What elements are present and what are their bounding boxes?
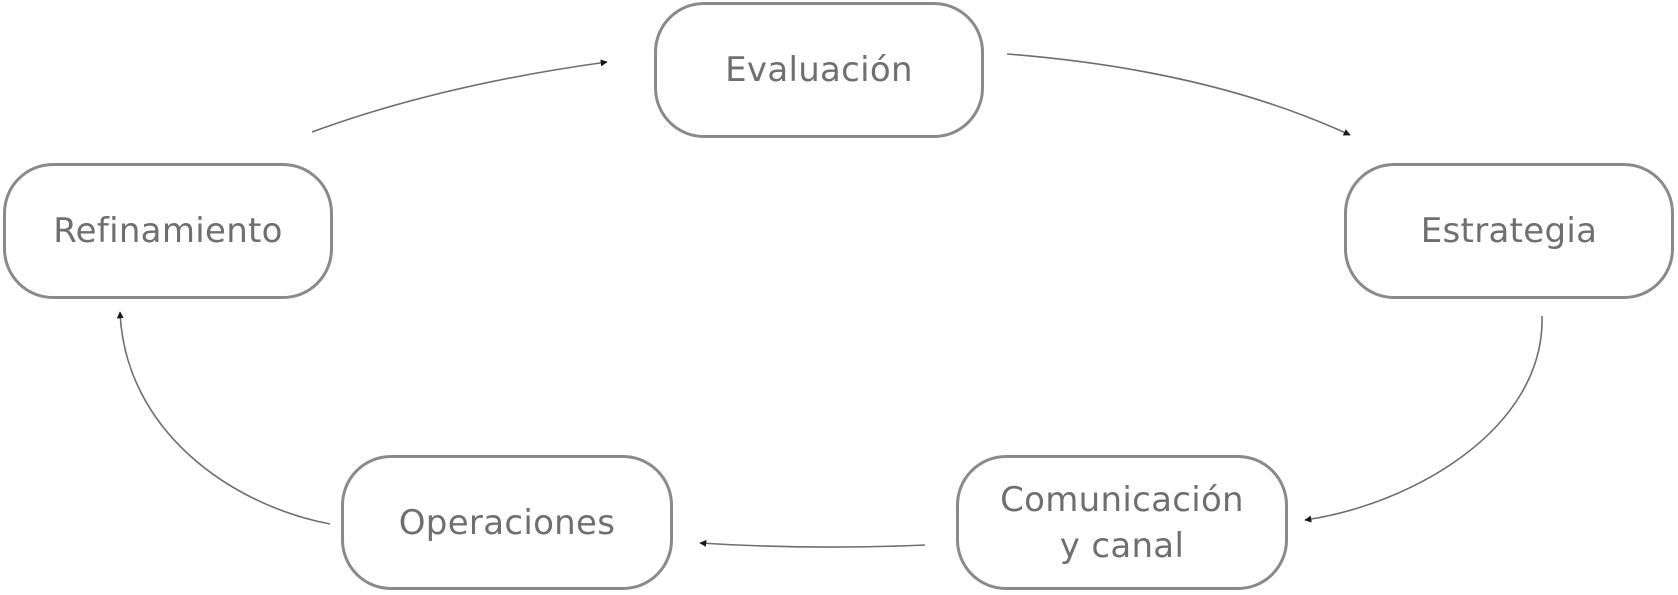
node-evaluacion-label: Evaluación — [725, 50, 913, 90]
node-comunicacion-y-canal-label: Comunicación y canal — [1000, 477, 1244, 569]
node-refinamiento-label: Refinamiento — [53, 211, 283, 251]
arrow-operaciones-to-refinamiento — [116, 311, 331, 525]
arrow-evaluacion-to-estrategia — [1006, 53, 1351, 136]
arrow-comunicacion-to-operaciones — [699, 539, 926, 548]
node-estrategia: Estrategia — [1344, 163, 1674, 299]
node-evaluacion: Evaluación — [654, 2, 984, 138]
node-refinamiento: Refinamiento — [3, 163, 333, 299]
node-operaciones-label: Operaciones — [398, 502, 616, 543]
node-comunicacion-line-2: y canal — [1059, 525, 1185, 566]
node-operaciones: Operaciones — [341, 455, 673, 590]
arrow-estrategia-to-comunicacion — [1304, 315, 1543, 523]
node-comunicacion-line-1: Comunicación — [1000, 479, 1244, 520]
node-estrategia-label: Estrategia — [1420, 211, 1598, 251]
arrow-refinamiento-to-evaluacion — [311, 59, 608, 133]
node-comunicacion-y-canal: Comunicación y canal — [956, 455, 1288, 590]
